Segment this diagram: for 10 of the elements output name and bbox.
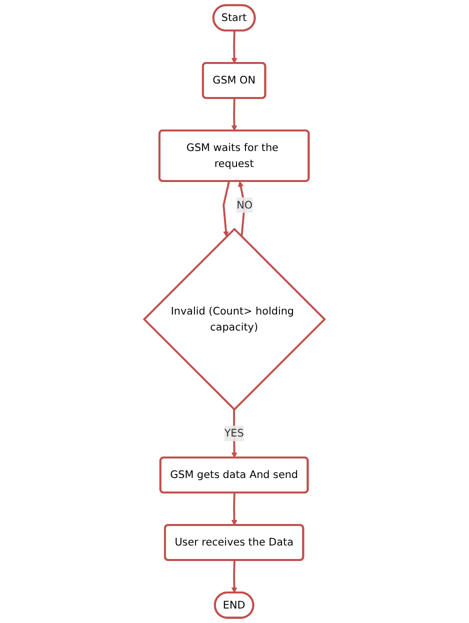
arrow <box>232 492 238 526</box>
arrow <box>238 181 246 237</box>
arrow <box>222 181 230 237</box>
arrow <box>232 409 238 458</box>
arrow <box>232 560 238 594</box>
node-diamond: Invalid (Count> holding capacity) <box>142 228 326 411</box>
edge-label: NO <box>236 198 253 211</box>
arrow <box>232 30 238 64</box>
arrow <box>232 98 238 132</box>
edge-label: YES <box>224 427 244 440</box>
